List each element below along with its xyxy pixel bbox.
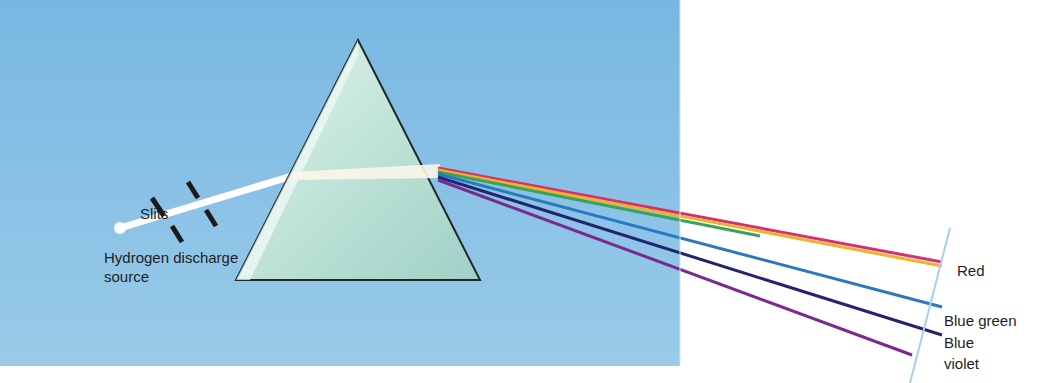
refracted-beam (292, 164, 440, 180)
yellow-ray (438, 170, 942, 266)
slit (206, 210, 216, 226)
slit-label: Slits (140, 204, 168, 223)
blue-green-ray (438, 174, 942, 307)
line-label: Blue (944, 333, 974, 352)
background-panel (0, 0, 680, 366)
slit (188, 182, 198, 198)
prism-highlight (236, 40, 358, 280)
source-label: Hydrogen discharge source (104, 248, 254, 286)
panel-edge (680, 0, 681, 366)
line-label: violet (944, 354, 979, 373)
blue-ray (438, 177, 942, 335)
line-label: Blue green (944, 311, 1017, 330)
slit (172, 226, 182, 242)
line-label: Red (957, 261, 985, 280)
red-ray (438, 168, 942, 262)
violet-ray (438, 180, 912, 355)
discharge-source (114, 222, 126, 234)
prism (236, 40, 480, 280)
